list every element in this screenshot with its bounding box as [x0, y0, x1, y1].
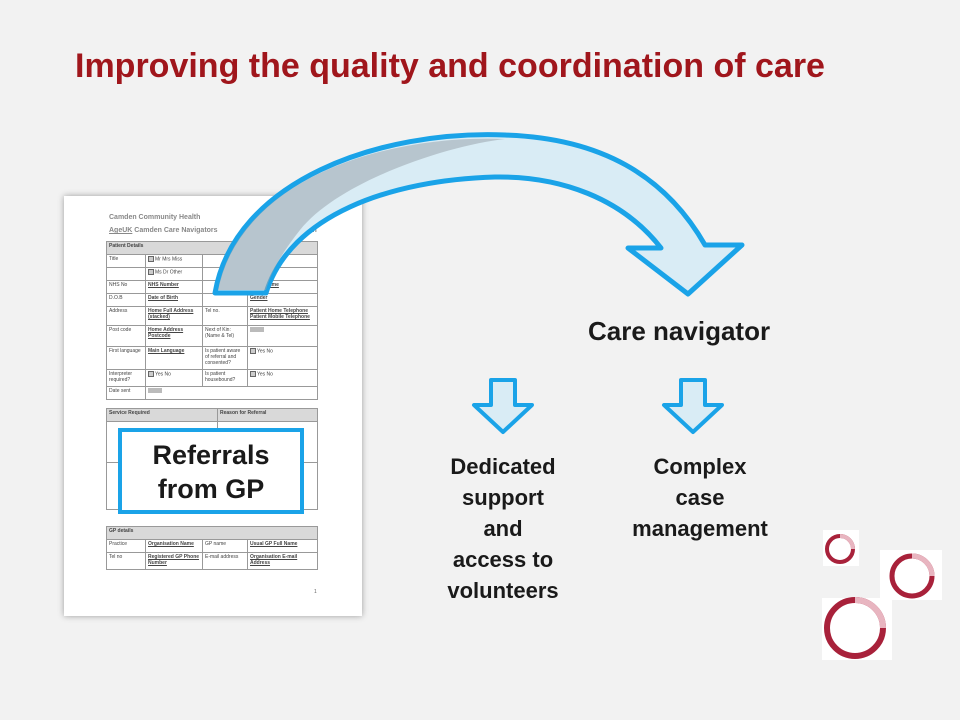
table-cell-text: Yes No [257, 371, 273, 378]
label-line: management [632, 516, 768, 541]
checkbox-icon [148, 371, 154, 377]
table-cell: Is patient aware of referral and consent… [202, 346, 248, 370]
checkbox-icon [148, 256, 154, 262]
table-cell-text: Ms Dr Other [155, 269, 183, 276]
slide-title: Improving the quality and coordination o… [75, 47, 825, 85]
down-arrow-right-icon [662, 378, 724, 434]
label-line: Complex [653, 454, 747, 479]
form-header-org: Camden Community Health [109, 214, 201, 221]
table-cell-text: Yes No [257, 348, 273, 355]
table-cell-text: Yes No [155, 371, 171, 378]
dedicated-support-label: Dedicated support and access to voluntee… [420, 451, 586, 606]
label-line: volunteers [447, 578, 559, 603]
table-cell: Registered GP Phone Number [145, 552, 203, 570]
table-cell: Interpreter required? [106, 369, 146, 387]
table-cell: Organisation E-mail Address [247, 552, 318, 570]
referrals-line-1: Referrals [152, 440, 270, 470]
table-cell: E-mail address [202, 552, 248, 570]
care-navigator-label: Care navigator [588, 316, 771, 346]
referrals-from-gp-box: Referrals from GP [118, 428, 304, 514]
table-cell [247, 325, 318, 347]
field-placeholder [250, 327, 264, 332]
checkbox-icon [250, 371, 256, 377]
checkbox-icon [148, 269, 154, 275]
form-header-tail: n [312, 227, 317, 234]
table-cell-text: Mr Mrs Miss [155, 256, 183, 263]
complex-case-management-label: Complex case management [610, 451, 790, 544]
table-cell [145, 386, 318, 400]
down-arrow-left-icon [472, 378, 534, 434]
table-cell: Yes No [247, 346, 318, 370]
form-header-text: Camden Care Navigators [132, 227, 218, 234]
label-line: support [462, 485, 544, 510]
label-line: and [483, 516, 523, 541]
reason-for-referral-header: Reason for Referral [217, 408, 318, 422]
label-line: Dedicated [450, 454, 556, 479]
curved-arrow-shade [218, 138, 505, 290]
table-cell: Yes No [145, 369, 203, 387]
label-line: case [675, 485, 725, 510]
field-placeholder [148, 388, 162, 393]
form-header-ageuk: AgeUK [109, 227, 133, 234]
form-header-title: AgeUK Camden Care Navigators n [109, 227, 317, 234]
checkbox-icon [250, 348, 256, 354]
referrals-line-2: from GP [157, 474, 265, 504]
label-line: access to [452, 547, 554, 572]
form-page-number: 1 [314, 589, 317, 595]
